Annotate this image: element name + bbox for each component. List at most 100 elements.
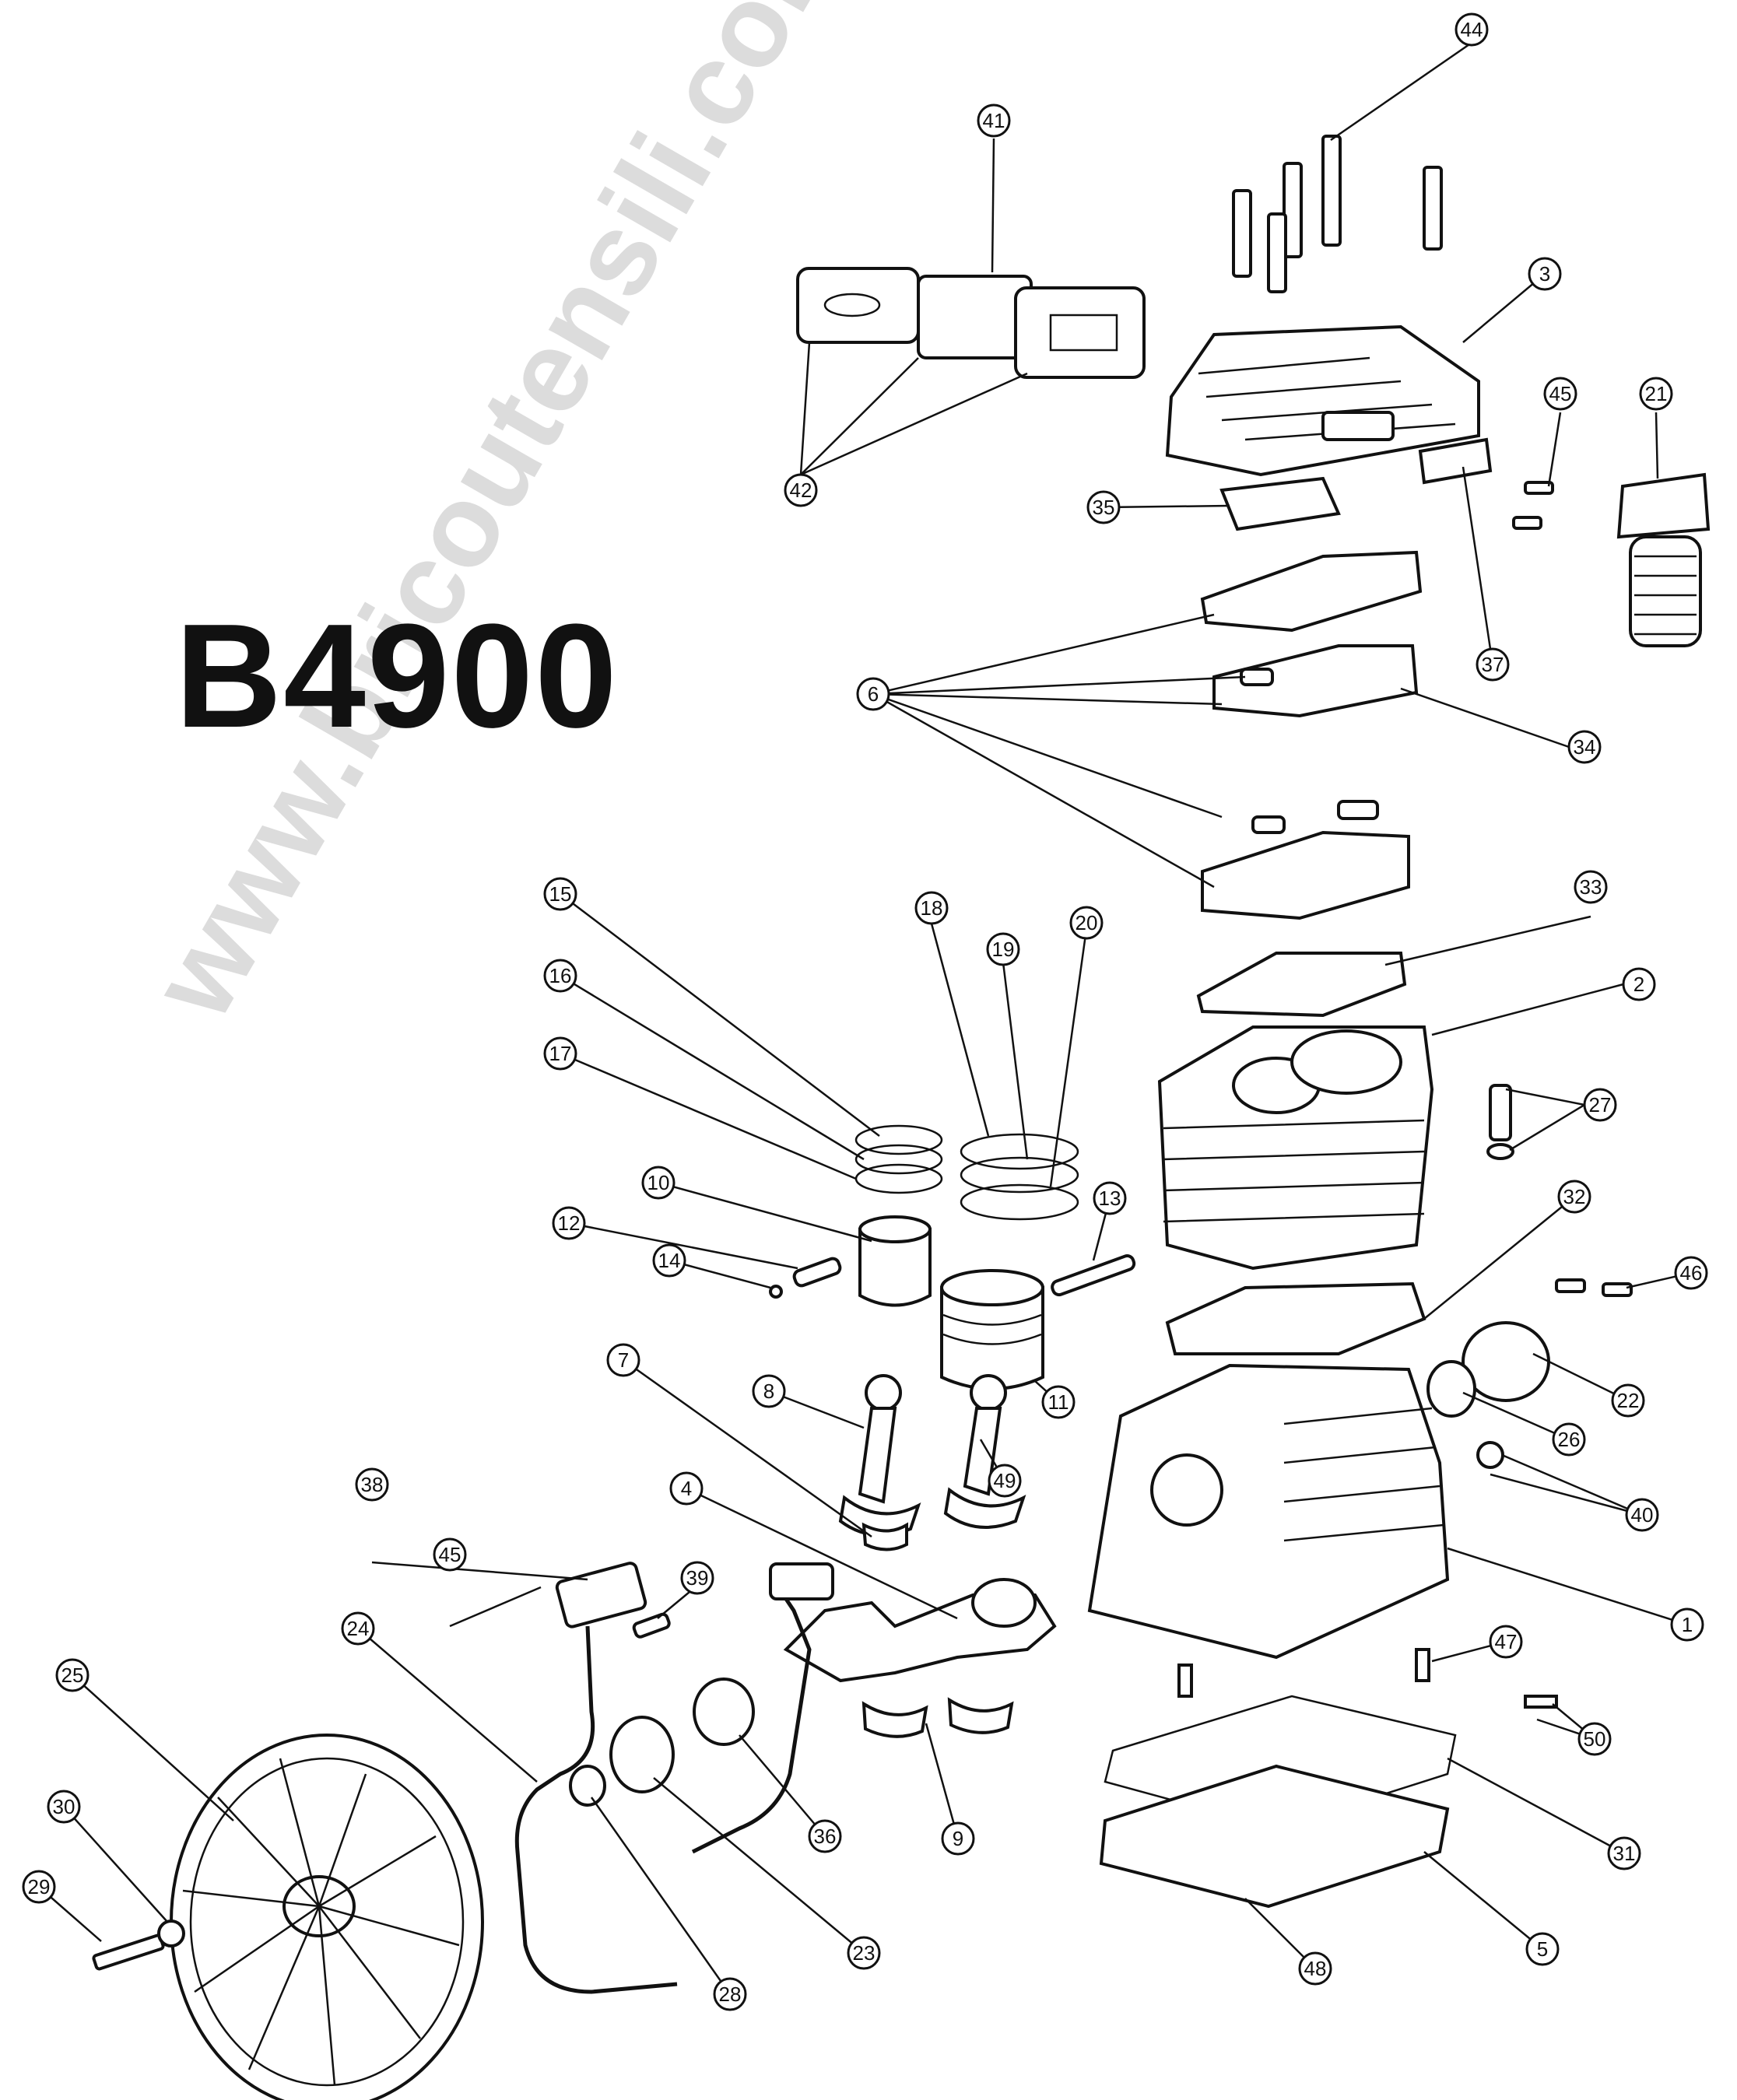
callout-44: 44 — [1455, 12, 1489, 47]
callout-30: 30 — [47, 1790, 81, 1824]
svg-text:40: 40 — [1631, 1503, 1654, 1527]
callout-40: 40 — [1625, 1498, 1659, 1532]
svg-text:18: 18 — [921, 896, 943, 920]
svg-text:45: 45 — [1549, 382, 1572, 405]
svg-text:6: 6 — [868, 682, 879, 706]
callout-10: 10 — [641, 1166, 676, 1200]
svg-text:24: 24 — [347, 1617, 370, 1640]
flywheel — [170, 1734, 484, 2100]
oil-plug — [1476, 1441, 1504, 1469]
callout-7: 7 — [606, 1343, 640, 1377]
svg-text:44: 44 — [1461, 18, 1483, 41]
svg-text:19: 19 — [992, 938, 1015, 961]
callout-17: 17 — [543, 1036, 577, 1071]
callout-14: 14 — [652, 1243, 686, 1278]
screw — [1512, 516, 1542, 530]
svg-text:3: 3 — [1539, 262, 1550, 286]
callout-46: 46 — [1674, 1256, 1708, 1290]
callout-12: 12 — [552, 1206, 586, 1240]
svg-text:20: 20 — [1076, 911, 1098, 934]
callout-50: 50 — [1577, 1722, 1612, 1756]
cylinder-block — [1157, 1025, 1434, 1271]
svg-text:29: 29 — [28, 1875, 51, 1898]
svg-text:33: 33 — [1580, 875, 1602, 899]
callout-48: 48 — [1298, 1951, 1332, 1986]
svg-text:17: 17 — [549, 1042, 572, 1065]
bolt — [1602, 1282, 1633, 1297]
callout-3: 3 — [1528, 257, 1562, 291]
svg-text:39: 39 — [686, 1566, 709, 1590]
svg-text:14: 14 — [658, 1249, 681, 1272]
cylinder-gasket — [1196, 952, 1407, 1018]
tube-flange — [769, 1562, 834, 1600]
callout-18: 18 — [914, 891, 949, 925]
callout-9: 9 — [941, 1821, 975, 1856]
crankshaft — [783, 1578, 1057, 1683]
svg-text:37: 37 — [1482, 653, 1504, 676]
svg-text:22: 22 — [1617, 1389, 1640, 1412]
svg-text:21: 21 — [1645, 382, 1668, 405]
crankcase-gasket — [1165, 1281, 1426, 1355]
svg-text:5: 5 — [1537, 1937, 1548, 1961]
wrist-pin — [1051, 1254, 1136, 1297]
bolt — [1524, 1695, 1558, 1709]
oil-pan — [1099, 1764, 1450, 1909]
svg-text:38: 38 — [361, 1473, 384, 1496]
callout-39: 39 — [680, 1561, 714, 1595]
svg-text:31: 31 — [1613, 1842, 1636, 1865]
callout-45: 45 — [1543, 377, 1577, 411]
callout-28: 28 — [713, 1977, 747, 2011]
oil-seal — [569, 1765, 606, 1807]
svg-text:25: 25 — [61, 1664, 84, 1687]
callout-6: 6 — [856, 677, 890, 711]
svg-text:13: 13 — [1099, 1187, 1121, 1210]
connecting-rod — [838, 1374, 921, 1537]
svg-text:35: 35 — [1093, 496, 1115, 519]
aftercooler-fin — [1616, 472, 1711, 647]
screw — [1524, 481, 1554, 495]
callout-1: 1 — [1670, 1607, 1704, 1642]
callout-22: 22 — [1611, 1383, 1645, 1418]
callout-41: 41 — [977, 103, 1011, 138]
cylinder-head — [1165, 324, 1480, 477]
callout-24: 24 — [341, 1611, 375, 1646]
svg-text:45: 45 — [439, 1543, 461, 1566]
bolt — [1177, 1664, 1193, 1698]
piston-small — [858, 1215, 932, 1307]
svg-text:41: 41 — [983, 109, 1005, 132]
breather-washer — [1486, 1143, 1514, 1160]
callout-bubbles: 44 41 3 45 21 42 35 37 6 34 33 2 27 32 4… — [22, 12, 1708, 2011]
valve-plate-assembly — [1200, 550, 1423, 920]
callout-21: 21 — [1639, 377, 1673, 411]
bolt — [1555, 1278, 1586, 1293]
svg-text:30: 30 — [53, 1795, 75, 1818]
callout-26: 26 — [1552, 1422, 1586, 1457]
callout-15: 15 — [543, 877, 577, 911]
svg-text:50: 50 — [1584, 1727, 1606, 1751]
callout-4: 4 — [669, 1471, 704, 1506]
svg-text:48: 48 — [1304, 1957, 1327, 1980]
bearing-housing — [609, 1716, 675, 1793]
svg-text:42: 42 — [790, 479, 812, 502]
flywheel-washer — [157, 1919, 185, 1947]
svg-text:4: 4 — [681, 1477, 692, 1500]
svg-text:2: 2 — [1633, 973, 1644, 996]
transfer-tube — [514, 1625, 678, 1994]
bolt — [1415, 1648, 1430, 1682]
svg-text:36: 36 — [814, 1825, 837, 1848]
callout-36: 36 — [808, 1819, 842, 1853]
head-bolts — [1232, 135, 1443, 293]
callout-29: 29 — [22, 1870, 56, 1904]
callout-37: 37 — [1476, 647, 1510, 682]
spring — [632, 1612, 671, 1639]
intercooler-tube — [691, 1586, 812, 1854]
callout-42: 42 — [784, 473, 818, 507]
svg-text:11: 11 — [1048, 1390, 1069, 1414]
svg-text:34: 34 — [1574, 735, 1596, 759]
callout-33: 33 — [1574, 870, 1608, 904]
crankcase — [1087, 1363, 1450, 1660]
callout-19: 19 — [986, 932, 1020, 966]
callout-27: 27 — [1583, 1088, 1617, 1122]
